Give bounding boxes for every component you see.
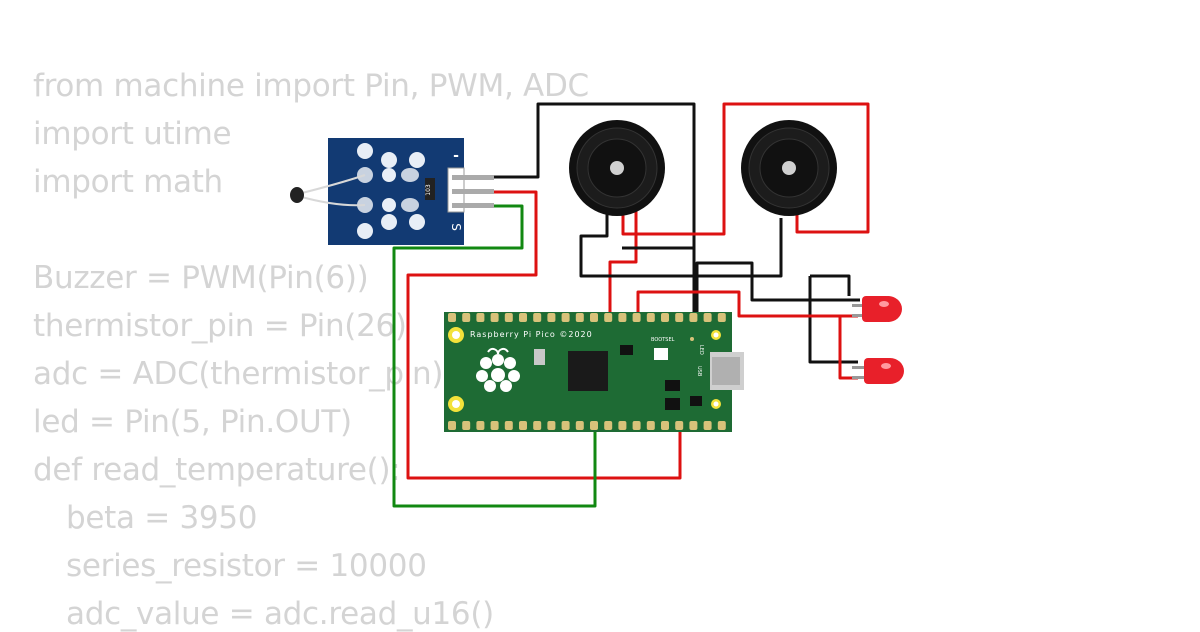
wire-black[interactable] (463, 102, 696, 320)
header-pin (661, 313, 669, 322)
header-pin (561, 421, 570, 430)
header-pin (618, 313, 627, 322)
wire-green[interactable] (392, 204, 597, 508)
header-pin (604, 313, 613, 322)
resistor-label: 103 (425, 184, 432, 196)
header-pin (504, 421, 513, 430)
header-pin (703, 421, 712, 430)
code-line: series_resistor = 10000 (66, 548, 427, 584)
header-pin (717, 313, 726, 322)
code-line: adc_value = adc.read_u16() (66, 596, 494, 632)
header-pin (519, 421, 527, 430)
code-line: thermistor_pin = Pin(26) (33, 308, 407, 344)
header-pin (448, 421, 456, 430)
wire-red[interactable] (406, 190, 682, 480)
header-pin (490, 421, 499, 430)
header-pin (490, 313, 499, 322)
header-pin (504, 313, 513, 322)
wire-black[interactable] (808, 276, 858, 364)
sensor-minus-label: - (453, 148, 459, 164)
thermistor-module[interactable]: 103 - S (290, 138, 494, 245)
bootsel-label: BOOTSEL (651, 337, 675, 343)
header-pin (618, 421, 627, 430)
code-line: import math (33, 164, 223, 200)
header-pin (703, 313, 712, 322)
header-pin (675, 313, 684, 322)
header-pin (575, 421, 584, 430)
header-pin (547, 313, 556, 322)
header-pin (533, 313, 542, 322)
wire-red[interactable] (621, 102, 870, 236)
header-pin (519, 313, 527, 322)
board-label: Raspberry Pi Pico ©2020 (470, 330, 593, 339)
wire-black[interactable] (810, 274, 851, 296)
buzzer[interactable] (741, 120, 837, 216)
header-pin (575, 313, 584, 322)
header-pin (646, 421, 655, 430)
header-pin (689, 313, 698, 322)
wire-black[interactable] (695, 261, 860, 320)
raspberry-logo-icon (476, 347, 520, 392)
led-label: LED (698, 345, 704, 355)
header-pin (717, 421, 726, 430)
pin-header-bottom (448, 421, 726, 430)
raspberry-pi-pico[interactable]: Raspberry Pi Pico ©2020 BOOTSEL LED USB (444, 312, 744, 432)
header-pin (675, 421, 684, 430)
red-led[interactable] (852, 358, 904, 384)
header-pin (476, 313, 485, 322)
header-pin (590, 313, 598, 322)
header-pin (476, 421, 485, 430)
code-line: import utime (33, 116, 232, 152)
code-line: led = Pin(5, Pin.OUT) (33, 404, 352, 440)
header-pin (533, 421, 542, 430)
code-line: Buzzer = PWM(Pin(6)) (33, 260, 369, 296)
header-pin (462, 313, 471, 322)
sensor-s-label: S (449, 223, 463, 231)
code-line: def read_temperature(): (33, 452, 401, 488)
header-pin (661, 421, 669, 430)
header-pin (561, 313, 570, 322)
header-pin (462, 421, 471, 430)
header-pin (547, 421, 556, 430)
wire-black[interactable] (579, 208, 783, 278)
header-pin (448, 313, 456, 322)
buzzer[interactable] (569, 120, 665, 216)
header-pin (632, 313, 641, 322)
pin-header-top (448, 313, 726, 322)
header-pin (632, 421, 641, 430)
header-pin (646, 313, 655, 322)
code-line: beta = 3950 (66, 500, 258, 536)
header-pin (590, 421, 598, 430)
header-pin (689, 421, 698, 430)
red-led[interactable] (852, 296, 902, 322)
code-line: from machine import Pin, PWM, ADC (33, 68, 589, 104)
usb-label: USB (696, 366, 702, 377)
wire-red[interactable] (636, 290, 858, 320)
header-pin (604, 421, 613, 430)
code-line: adc = ADC(thermistor_pin) (33, 356, 444, 392)
